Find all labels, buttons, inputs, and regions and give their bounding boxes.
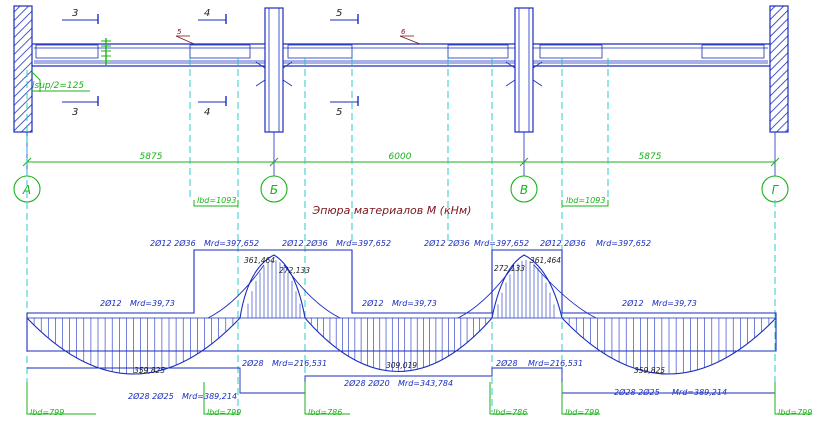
svg-text:5: 5: [336, 107, 342, 118]
svg-text:6: 6: [401, 28, 406, 36]
span3-top-m: Mrd=39,73: [652, 299, 697, 308]
svg-text:lbd=1093: lbd=1093: [566, 196, 605, 205]
lbd-bottom-label: lbd=799: [30, 408, 64, 417]
lbd-top-right: lbd=1093: [561, 196, 609, 207]
axis-marker-c: В: [510, 175, 538, 203]
svg-text:3: 3: [72, 8, 78, 19]
projection-lines: [26, 58, 776, 412]
lbd-bottom-bracket: [26, 382, 96, 415]
span1-top-m: Mrd=39,73: [130, 299, 175, 308]
supC-bottom-m: Mrd=216,531: [528, 359, 583, 368]
axes-group: 5875 6000 5875 А Б В Г: [13, 132, 789, 203]
span2-top-bars: 2Ø12: [362, 298, 384, 308]
beam-elevation: lsup/2=125 3 3 4 4 5 5: [13, 5, 789, 133]
span3-max: 359,825: [634, 366, 665, 375]
lbd-bottom-group: lbd=799 lbd=799 lbd=786 lbd=786 lbd=799 lbd=7…: [26, 382, 812, 417]
section-cut-5: 5 5: [330, 8, 359, 118]
lbd-bottom-label: lbd=786: [493, 408, 527, 417]
supC-bottom-bars: 2Ø28: [496, 358, 518, 368]
axis-marker-a: А: [13, 175, 41, 203]
svg-text:lbd=1093: lbd=1093: [197, 196, 236, 205]
axis-marker-d: Г: [761, 175, 789, 203]
section-cut-3: 3 3: [62, 8, 99, 118]
span2-bottom-m: Mrd=343,784: [398, 379, 453, 388]
lbd-bottom-bracket: [561, 382, 600, 415]
span1-max: 359,825: [134, 366, 165, 375]
lbd-bottom-label: lbd=799: [207, 408, 241, 417]
supB-left-bars: 2Ø12 2Ø36: [150, 238, 196, 248]
span2-top-m: Mrd=39,73: [392, 299, 437, 308]
lbd-bottom-bracket: [304, 382, 350, 415]
span1-bottom-bars: 2Ø28 2Ø25: [128, 391, 174, 401]
supB-bottom-bars: 2Ø28: [242, 358, 264, 368]
supB-right-bars: 2Ø12 2Ø36: [282, 238, 328, 248]
peak-b-secondary: 272,133: [279, 266, 310, 275]
svg-text:Г: Г: [772, 183, 780, 197]
lbd-bottom-bracket: [203, 382, 240, 415]
column-b: [255, 7, 293, 133]
axis-marker-b: Б: [260, 175, 288, 203]
svg-text:4: 4: [204, 107, 210, 118]
span-dim-ab: 5875: [140, 152, 163, 162]
span-dim-cd: 5875: [639, 152, 662, 162]
lbd-bottom-bracket: [489, 382, 528, 415]
span3-bottom-bars: 2Ø28 2Ø25: [614, 387, 660, 397]
lbd-bottom-label: lbd=799: [565, 408, 599, 417]
lbd-top-left: lbd=1093: [193, 196, 239, 207]
span3-top-bars: 2Ø12: [622, 298, 644, 308]
svg-text:В: В: [520, 183, 528, 197]
svg-text:5: 5: [177, 28, 182, 36]
svg-text:5: 5: [336, 8, 342, 19]
supB-right-m: Mrd=397,652: [336, 239, 391, 248]
support-note: lsup/2=125: [32, 81, 84, 91]
peak-c-main: 361,464: [530, 256, 561, 265]
anchorage-mark: [101, 38, 111, 66]
position-mark-5: 5: [175, 28, 195, 45]
supC-right-m: Mrd=397,652: [596, 239, 651, 248]
wall-left: [13, 5, 33, 133]
span2-max: 309,019: [386, 361, 417, 370]
span1-top-bars: 2Ø12: [100, 298, 122, 308]
supC-left-bars: 2Ø12 2Ø36: [424, 238, 470, 248]
diagram-hatching: [33, 260, 770, 374]
peak-c-secondary: 272,133: [494, 264, 525, 273]
moment-curve-span3: [561, 317, 777, 375]
svg-text:А: А: [22, 183, 31, 197]
lbd-bottom-bracket: [774, 382, 812, 415]
position-mark-6: 6: [399, 28, 421, 45]
span-dim-bc: 6000: [389, 152, 412, 162]
supC-left-m: Mrd=397,652: [474, 239, 529, 248]
supC-right-bars: 2Ø12 2Ø36: [540, 238, 586, 248]
column-c: [505, 7, 543, 133]
span1-bottom-m: Mrd=389,214: [182, 392, 237, 401]
diagram-title: Эпюра материалов M (кНм): [312, 204, 472, 217]
svg-text:Б: Б: [270, 183, 278, 197]
moment-curve-support-c: [491, 254, 563, 319]
svg-text:3: 3: [72, 107, 78, 118]
svg-text:4: 4: [204, 8, 210, 19]
lbd-bottom-label: lbd=786: [308, 408, 342, 417]
lbd-bottom-label: lbd=799: [778, 408, 812, 417]
span3-bottom-m: Mrd=389,214: [672, 388, 727, 397]
moment-curve-support-b: [239, 254, 306, 319]
peak-b-main: 361,464: [244, 256, 275, 265]
wall-right: [769, 5, 789, 133]
resistance-envelope: [26, 249, 777, 352]
supB-left-m: Mrd=397,652: [204, 239, 259, 248]
moment-diagram: Эпюра материалов M (кНм) lbd=1093 lbd=10…: [26, 196, 812, 417]
span2-bottom-bars: 2Ø28 2Ø20: [344, 378, 390, 388]
supB-bottom-m: Mrd=216,531: [272, 359, 327, 368]
section-cut-4: 4 4: [198, 8, 227, 118]
